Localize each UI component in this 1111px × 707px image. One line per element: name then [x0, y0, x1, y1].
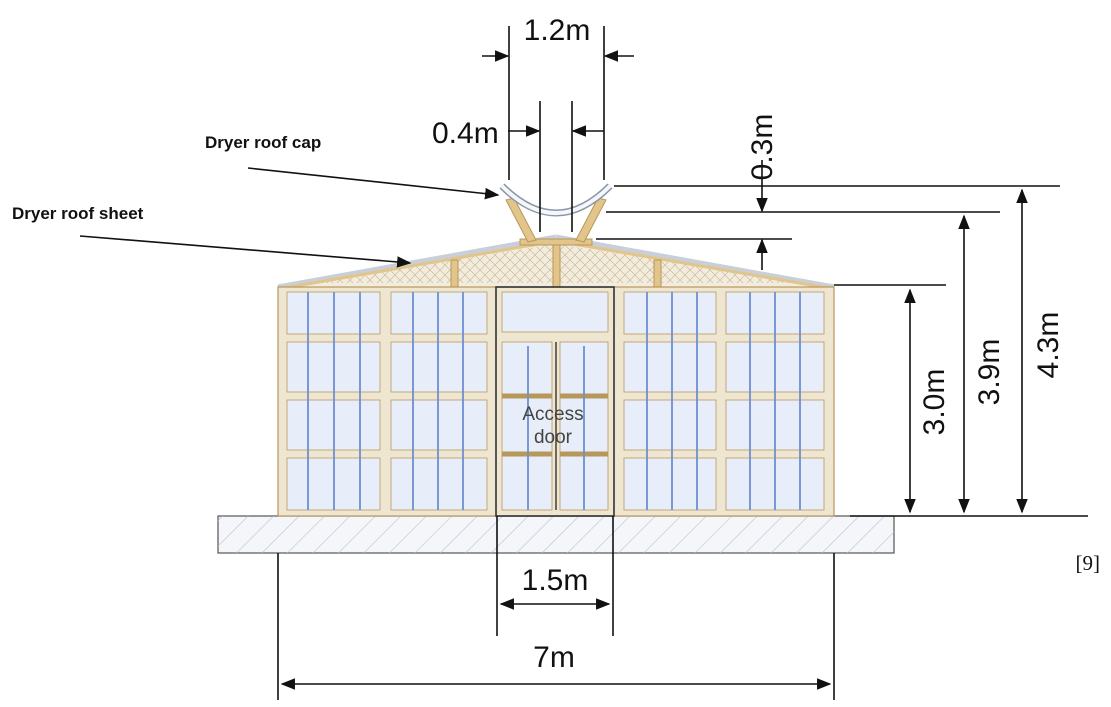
label-leaders [79, 167, 500, 268]
cap-width-dimension: 1.2m [482, 14, 634, 180]
total-width-text: 7m [533, 641, 575, 674]
left-panels [286, 291, 488, 511]
ridge-height-text: 3.9m [973, 339, 1006, 406]
vent-width-dimension: 0.4m [432, 101, 604, 232]
foundation-slab [217, 515, 895, 554]
cap-width-text: 1.2m [524, 14, 591, 47]
reference-mark: [9] [1076, 551, 1101, 575]
total-height-text: 4.3m [1032, 312, 1065, 379]
door-width-text: 1.5m [522, 564, 589, 597]
vent-width-text: 0.4m [432, 117, 499, 150]
roof-cap [499, 183, 613, 243]
roof-sheet-label: Dryer roof sheet [12, 204, 144, 223]
wall-height-text: 3.0m [918, 369, 951, 436]
right-panels [623, 291, 825, 511]
access-door-label-line1: Access [522, 404, 583, 425]
width-dimensions: 1.5m 7m [277, 516, 835, 700]
cap-height-text: 0.3m [746, 114, 779, 181]
height-dimensions: 3.0m 3.9m 4.3m [834, 188, 1088, 517]
roof [277, 234, 835, 291]
access-door: Access door [495, 286, 615, 517]
cap-height-dimension: 0.3m [596, 114, 1060, 270]
access-door-label-line2: door [534, 427, 573, 448]
roof-cap-label: Dryer roof cap [205, 133, 321, 152]
